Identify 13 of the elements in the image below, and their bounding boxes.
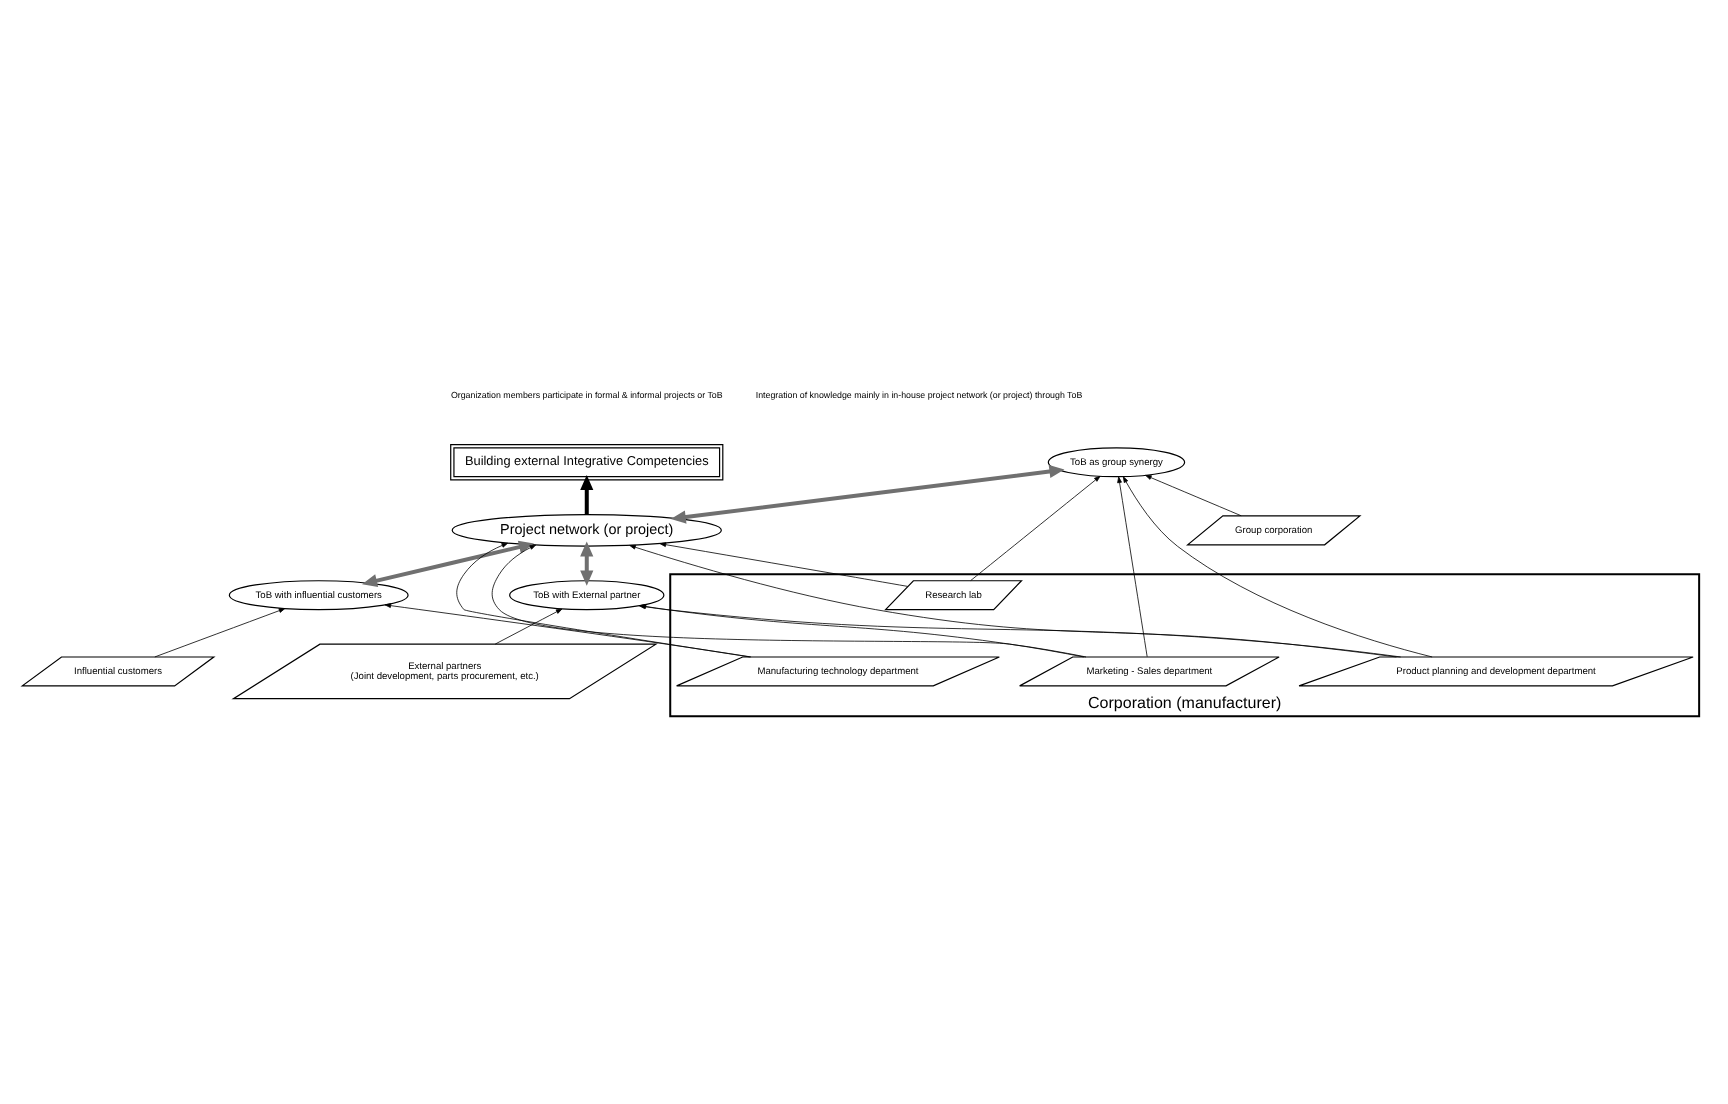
arrow <box>491 544 1087 658</box>
arrow <box>456 542 751 658</box>
arrow <box>1122 476 1433 658</box>
arrow <box>494 608 563 645</box>
arrow <box>154 608 286 658</box>
arrow <box>1117 476 1148 658</box>
arrow <box>580 475 594 515</box>
arrow <box>362 540 534 588</box>
arrow <box>659 542 909 587</box>
arrow <box>629 544 1397 658</box>
arrow <box>970 475 1101 581</box>
arrow <box>670 464 1065 524</box>
arrow <box>1145 474 1242 517</box>
